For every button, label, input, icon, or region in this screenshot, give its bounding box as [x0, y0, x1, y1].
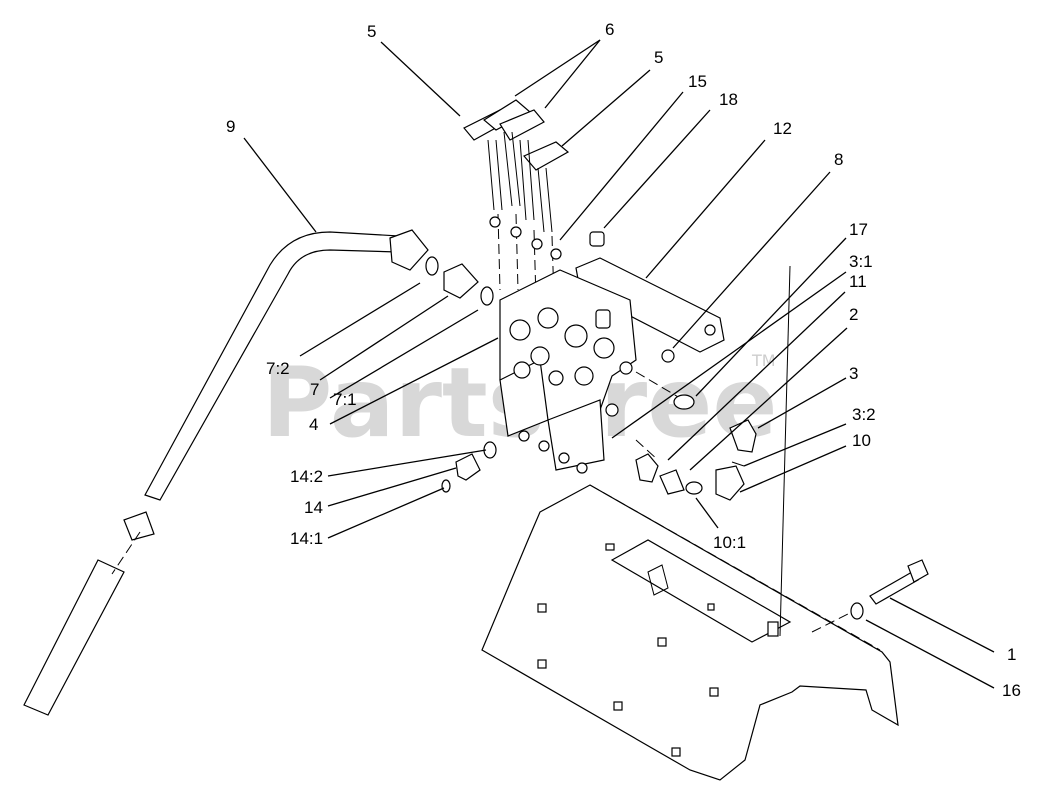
- callout-10-1: 10:1: [713, 533, 746, 552]
- hydraulic-hose: [23, 229, 429, 716]
- callout-11: 11: [849, 272, 867, 291]
- callout-14-2: 14:2: [290, 467, 323, 486]
- callout-16: 16: [1002, 681, 1021, 700]
- watermark-trademark: TM: [751, 351, 776, 370]
- callout-10: 10: [852, 431, 871, 450]
- callout-5: 5: [654, 48, 663, 67]
- callout-12: 12: [773, 119, 792, 138]
- callout-15: 15: [688, 72, 707, 91]
- fitting-group-14: [441, 430, 588, 493]
- callout-6: 6: [605, 20, 614, 39]
- callout-14: 14: [304, 498, 323, 517]
- callout-9: 9: [226, 117, 235, 136]
- callout-8: 8: [834, 150, 843, 169]
- callout-3-2: 3:2: [852, 405, 876, 424]
- callout-3-1: 3:1: [849, 252, 873, 271]
- callout-4: 4: [309, 415, 318, 434]
- callout-2: 2: [849, 305, 858, 324]
- callout-5: 5: [367, 22, 376, 41]
- callout-14-1: 14:1: [290, 529, 323, 548]
- callout-17: 17: [849, 220, 868, 239]
- callout-1: 1: [1007, 645, 1016, 664]
- control-handles: [463, 99, 605, 301]
- callout-7-2: 7:2: [266, 359, 290, 378]
- bolt-and-washer: [811, 559, 929, 633]
- callout-labels: 5 6 5 15 18 12 9 8 17 3:1 11 2 3 3:2 10 …: [226, 20, 1021, 700]
- fitting-group-7: [425, 256, 494, 306]
- control-valve: [499, 269, 681, 471]
- mounting-plate: [481, 484, 899, 781]
- callout-7: 7: [310, 380, 319, 399]
- callout-7-1: 7:1: [333, 390, 357, 409]
- leader-lines: [243, 39, 995, 689]
- callout-18: 18: [719, 90, 738, 109]
- callout-3: 3: [849, 364, 858, 383]
- right-fittings: [635, 394, 757, 501]
- plate-holes: [537, 543, 779, 757]
